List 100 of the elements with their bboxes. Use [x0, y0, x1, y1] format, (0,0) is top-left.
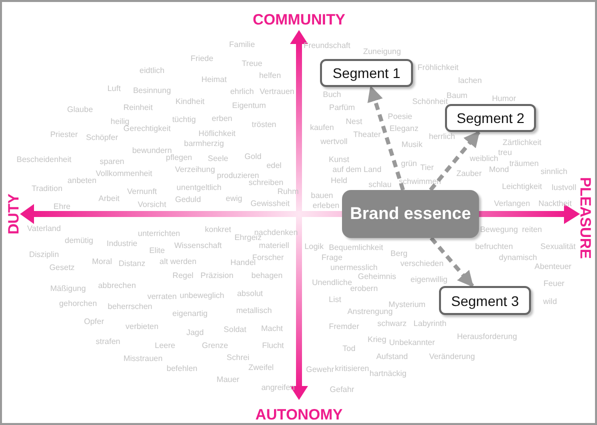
background-word: Geheimnis [358, 273, 396, 281]
background-word: Macht [261, 325, 283, 333]
axis-label: AUTONOMY [255, 408, 343, 422]
background-word: Industrie [106, 240, 138, 248]
background-word: Schönheit [412, 98, 448, 106]
background-word: Humor [492, 95, 516, 103]
background-word: strafen [96, 338, 120, 346]
background-word: produzieren [216, 172, 260, 180]
background-word: Mäßigung [50, 285, 86, 293]
background-word: Musik [402, 141, 422, 149]
background-word: Schrei [226, 354, 250, 362]
background-word: Sexualität [540, 243, 576, 251]
background-word: eidtlich [140, 67, 164, 75]
background-word: Labyrinth [414, 320, 446, 328]
background-word: eigenwillig [410, 276, 448, 284]
background-word: Logik [304, 243, 324, 251]
background-word: Gefahr [330, 386, 354, 394]
background-word: Vernunft [127, 188, 157, 196]
background-word: wild [543, 298, 557, 306]
background-word: Soldat [224, 326, 246, 334]
background-word: Flucht [262, 342, 284, 350]
background-word: heilig [110, 118, 130, 126]
background-word: wertvoll [320, 138, 348, 146]
background-word: Heimat [201, 76, 227, 84]
background-word: materiell [258, 242, 290, 250]
background-word: Held [330, 177, 348, 185]
background-word: unentgeltlich [176, 184, 222, 192]
background-word: eigenartig [172, 310, 208, 318]
background-word: behagen [251, 272, 283, 280]
background-word: schreiben [248, 179, 284, 187]
background-word: verbieten [126, 323, 158, 331]
background-word: Vaterland [27, 225, 61, 233]
background-word: abbrechen [98, 282, 136, 290]
background-word: nachdenken [254, 229, 298, 237]
background-word: Distanz [118, 260, 146, 268]
background-word: anbeten [68, 177, 96, 185]
axis-label: DUTY [6, 194, 22, 234]
background-word: Freundschaft [304, 42, 350, 50]
background-word: Handel [230, 259, 256, 267]
background-word: schwarz [377, 320, 407, 328]
background-word: auf dem Land [332, 166, 382, 174]
background-word: Bequemlichkeit [328, 244, 384, 252]
background-word: Gerechtigkeit [123, 125, 171, 133]
background-word: Veränderung [429, 353, 475, 361]
background-word: schwimmen [398, 178, 442, 186]
background-word: edel [266, 162, 282, 170]
background-word: Berg [390, 250, 408, 258]
background-word: erleben [312, 202, 340, 210]
background-word: Ehrgeiz [234, 234, 262, 242]
background-word: Elite [149, 247, 165, 255]
node-label: Segment 1 [332, 65, 400, 81]
background-word: Herausforderung [456, 333, 518, 341]
background-word: dynamisch [498, 254, 538, 262]
background-word: befruchten [475, 243, 513, 251]
background-word: unermesslich [330, 264, 378, 272]
background-word: helfen [259, 72, 281, 80]
brand-essence-box [342, 190, 479, 238]
background-word: gehorchen [59, 300, 97, 308]
background-word: Eigentum [232, 102, 266, 110]
background-word: beherrschen [108, 303, 152, 311]
background-word: pflegen [166, 154, 192, 162]
background-word: ewig [226, 195, 242, 203]
node-label: Segment 2 [456, 110, 524, 126]
background-word: bauen [310, 192, 334, 200]
background-word: befehlen [166, 365, 198, 373]
background-word: Bescheidenheit [16, 156, 72, 164]
background-word: verraten [147, 293, 177, 301]
background-word: treu [498, 149, 512, 157]
background-word: kritisieren [334, 365, 370, 373]
background-word: erben [212, 115, 232, 123]
background-word: Krieg [368, 336, 386, 344]
background-word: Ehre [54, 203, 70, 211]
background-word: Zauber [456, 170, 482, 178]
background-word: erobern [350, 285, 378, 293]
node-label: Segment 3 [451, 292, 519, 308]
background-word: Regel [172, 272, 194, 280]
background-word: Abenteuer [534, 263, 572, 271]
background-word: Vollkommenheit [96, 170, 152, 178]
background-word: Tier [420, 164, 434, 172]
dashed-arrow [430, 236, 474, 288]
background-word: Schöpfer [86, 134, 118, 142]
background-word: weiblich [470, 155, 498, 163]
background-word: Verlangen [494, 200, 530, 208]
background-word: metallisch [236, 307, 272, 315]
background-word: Nacktheit [538, 200, 572, 208]
background-word: Anstrengung [347, 308, 393, 316]
background-word: Luft [107, 85, 121, 93]
background-word: Zweifel [248, 364, 274, 372]
background-word: konkret [204, 226, 232, 234]
background-word: Unbekannter [389, 339, 435, 347]
background-word: Fremder [328, 323, 360, 331]
node-label: Brand essence [350, 204, 471, 224]
background-word: träumen [509, 160, 539, 168]
background-word: Parfüm [329, 104, 355, 112]
background-word: unterrichten [138, 230, 180, 238]
background-word: trösten [252, 121, 276, 129]
background-word: Forscher [252, 254, 284, 262]
background-word: unbeweglich [180, 292, 224, 300]
background-word: Baum [446, 92, 468, 100]
background-word: Präzision [200, 272, 234, 280]
